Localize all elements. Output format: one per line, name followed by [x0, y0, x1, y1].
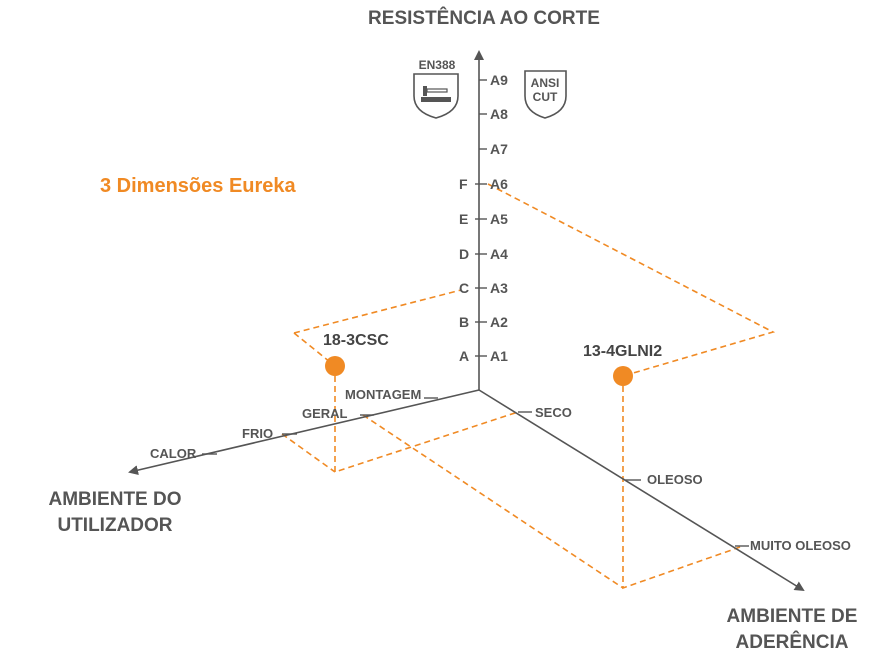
user-environment-axis [128, 389, 480, 476]
grip-env-ticks: SECO OLEOSO MUITO OLEOSO [518, 405, 851, 553]
ansi-tick-a4: A4 [490, 246, 508, 262]
product-13-4glni2-marker [613, 366, 633, 386]
ansi-tick-a8: A8 [490, 106, 508, 122]
ansi-tick-a1: A1 [490, 348, 508, 364]
en-tick-c: C [459, 280, 469, 296]
user-env-frio: FRIO [242, 426, 273, 441]
product-18-3csc-floor [281, 366, 519, 474]
ansi-tick-a9: A9 [490, 72, 508, 88]
grip-environment-axis-title: AMBIENTE DE ADERÊNCIA [727, 606, 858, 653]
product-18-3csc-label: 18-3CSC [323, 332, 389, 349]
en-tick-b: B [459, 314, 469, 330]
axes [128, 50, 805, 592]
user-env-ticks: MONTAGEM GERAL FRIO CALOR [150, 387, 438, 461]
product-13-4glni2-cut-plane [487, 183, 776, 377]
user-env-calor: CALOR [150, 446, 197, 461]
diagram-heading: 3 Dimensões Eureka [100, 175, 297, 197]
cut-hazard-icon [421, 86, 451, 102]
ansi-tick-a6: A6 [490, 176, 508, 192]
ansi-tick-a2: A2 [490, 314, 508, 330]
en-tick-a: A [459, 348, 469, 364]
vertical-axis-title: RESISTÊNCIA AO CORTE [368, 7, 600, 29]
svg-text:ADERÊNCIA: ADERÊNCIA [736, 631, 849, 653]
product-18-3csc-cut-plane [293, 289, 462, 367]
en388-badge: EN388 [413, 58, 459, 119]
svg-text:AMBIENTE DO: AMBIENTE DO [49, 489, 182, 510]
ansi-label: ANSI [531, 76, 560, 90]
svg-text:UTILIZADOR: UTILIZADOR [57, 515, 172, 536]
ansi-cut-badge: ANSI CUT [524, 70, 567, 119]
vertical-ticks [475, 79, 487, 357]
product-13-4glni2: 13-4GLNI2 [583, 343, 662, 386]
en-tick-e: E [459, 211, 468, 227]
grip-environment-axis [478, 389, 805, 592]
product-13-4glni2-floor [362, 376, 744, 590]
projection-lines [281, 183, 776, 590]
grip-env-oleoso: OLEOSO [647, 472, 703, 487]
grip-env-seco: SECO [535, 405, 572, 420]
user-env-montagem: MONTAGEM [345, 387, 421, 402]
en-tick-d: D [459, 246, 469, 262]
en-tick-f: F [459, 176, 468, 192]
ansi-tick-a3: A3 [490, 280, 508, 296]
svg-text:AMBIENTE DE: AMBIENTE DE [727, 606, 858, 627]
en-tick-labels: A B C D E F [459, 176, 469, 364]
ansi-tick-labels: A1 A2 A3 A4 A5 A6 A7 A8 A9 [490, 72, 508, 364]
product-18-3csc: 18-3CSC [323, 332, 389, 376]
user-environment-axis-title: AMBIENTE DO UTILIZADOR [49, 489, 182, 536]
ansi-tick-a7: A7 [490, 141, 508, 157]
product-18-3csc-marker [325, 356, 345, 376]
grip-env-muito-oleoso: MUITO OLEOSO [750, 538, 851, 553]
ansi-tick-a5: A5 [490, 211, 508, 227]
cut-label: CUT [533, 90, 558, 104]
en388-label: EN388 [419, 58, 456, 72]
product-13-4glni2-label: 13-4GLNI2 [583, 343, 662, 360]
user-env-geral: GERAL [302, 406, 348, 421]
